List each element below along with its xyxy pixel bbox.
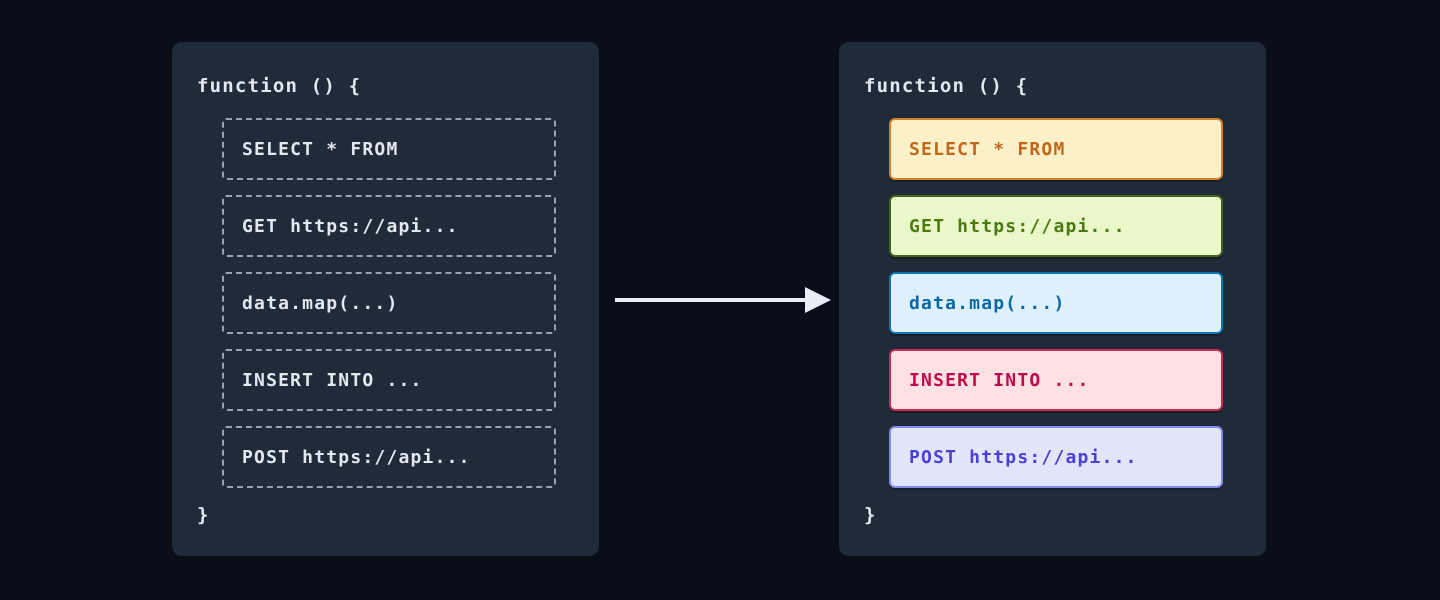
function-close-line: } — [864, 504, 876, 526]
function-open-line: function () { — [197, 75, 362, 97]
code-block-label: POST https://api... — [909, 446, 1138, 468]
code-block-get-highlighted: GET https://api... — [889, 195, 1223, 257]
function-close-line: } — [197, 504, 209, 526]
transform-arrow — [613, 284, 833, 316]
code-block-post: POST https://api... — [222, 426, 556, 488]
code-block-get: GET https://api... — [222, 195, 556, 257]
function-open-line: function () { — [864, 75, 1029, 97]
code-block-label: INSERT INTO ... — [242, 369, 423, 391]
code-block-select-highlighted: SELECT * FROM — [889, 118, 1223, 180]
code-block-post-highlighted: POST https://api... — [889, 426, 1223, 488]
code-block-label: INSERT INTO ... — [909, 369, 1090, 391]
code-block-label: data.map(...) — [909, 292, 1066, 314]
code-block-list: SELECT * FROM GET https://api... data.ma… — [172, 118, 599, 488]
code-block-insert: INSERT INTO ... — [222, 349, 556, 411]
code-block-label: data.map(...) — [242, 292, 399, 314]
right-arrow-icon — [615, 287, 831, 313]
code-block-label: SELECT * FROM — [242, 138, 399, 160]
code-block-label: SELECT * FROM — [909, 138, 1066, 160]
highlighted-code-panel: function () { SELECT * FROM GET https://… — [839, 42, 1266, 556]
code-block-map-highlighted: data.map(...) — [889, 272, 1223, 334]
code-block-map: data.map(...) — [222, 272, 556, 334]
code-block-label: POST https://api... — [242, 446, 471, 468]
source-code-panel: function () { SELECT * FROM GET https://… — [172, 42, 599, 556]
code-block-label: GET https://api... — [909, 215, 1126, 237]
code-block-list: SELECT * FROM GET https://api... data.ma… — [839, 118, 1266, 488]
code-block-insert-highlighted: INSERT INTO ... — [889, 349, 1223, 411]
code-block-select: SELECT * FROM — [222, 118, 556, 180]
code-block-label: GET https://api... — [242, 215, 459, 237]
